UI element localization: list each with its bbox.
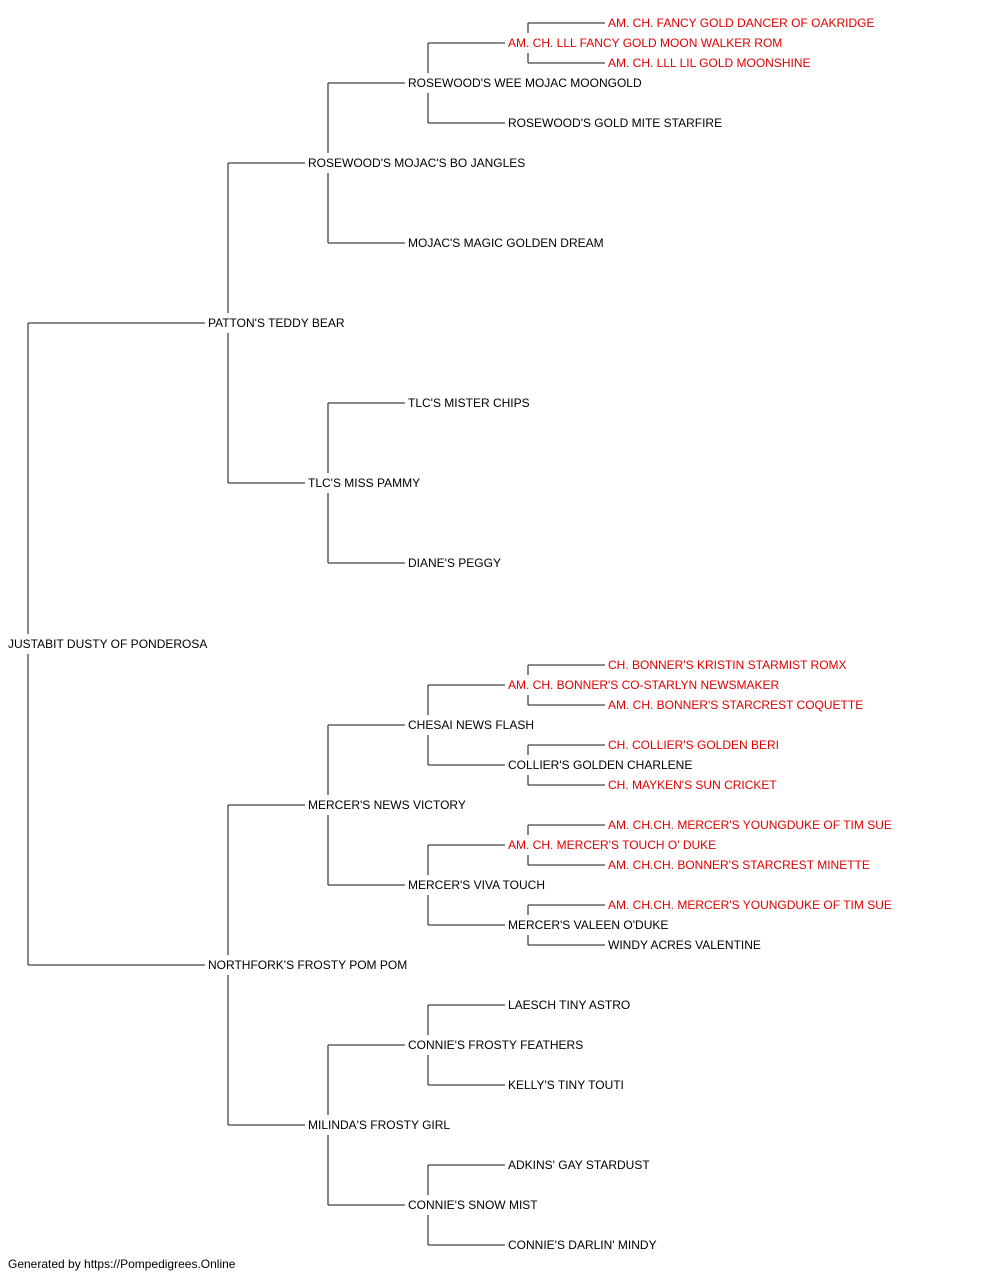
pedigree-gen4-name[interactable]: MERCER'S VALEEN O'DUKE [508,918,669,932]
pedigree-gen5-name[interactable]: AM. CH. BONNER'S STARCREST COQUETTE [608,698,864,712]
pedigree-gen2-name[interactable]: MILINDA'S FROSTY GIRL [308,1118,451,1132]
pedigree-gen3-name[interactable]: TLC'S MISTER CHIPS [408,396,530,410]
pedigree-gen4-name[interactable]: CONNIE'S DARLIN' MINDY [508,1238,657,1252]
pedigree-gen3-name[interactable]: MOJAC'S MAGIC GOLDEN DREAM [408,236,604,250]
pedigree-gen1-name[interactable]: NORTHFORK'S FROSTY POM POM [208,958,408,972]
pedigree-gen4-name[interactable]: LAESCH TINY ASTRO [508,998,631,1012]
pedigree-gen4-name[interactable]: ADKINS' GAY STARDUST [508,1158,650,1172]
pedigree-gen3-name[interactable]: CHESAI NEWS FLASH [408,718,535,732]
pedigree-gen4-name[interactable]: COLLIER'S GOLDEN CHARLENE [508,758,693,772]
pedigree-gen4-name[interactable]: AM. CH. MERCER'S TOUCH O' DUKE [508,838,717,852]
pedigree-gen4-name[interactable]: ROSEWOOD'S GOLD MITE STARFIRE [508,116,723,130]
pedigree-gen5-name[interactable]: AM. CH.CH. MERCER'S YOUNGDUKE OF TIM SUE [608,818,892,832]
pedigree-gen4-name[interactable]: AM. CH. LLL FANCY GOLD MOON WALKER ROM [508,36,783,50]
pedigree-gen4-name[interactable]: AM. CH. BONNER'S CO-STARLYN NEWSMAKER [508,678,780,692]
pedigree-gen5-name[interactable]: AM. CH.CH. MERCER'S YOUNGDUKE OF TIM SUE [608,898,892,912]
pedigree-gen5-name[interactable]: AM. CH.CH. BONNER'S STARCREST MINETTE [608,858,870,872]
pedigree-gen2-name[interactable]: ROSEWOOD'S MOJAC'S BO JANGLES [308,156,526,170]
pedigree-gen4-name[interactable]: KELLY'S TINY TOUTI [508,1078,624,1092]
pedigree-gen2-name[interactable]: MERCER'S NEWS VICTORY [308,798,466,812]
pedigree-gen5-name[interactable]: CH. BONNER'S KRISTIN STARMIST ROMX [608,658,847,672]
pedigree-gen5-name[interactable]: AM. CH. LLL LIL GOLD MOONSHINE [608,56,811,70]
pedigree-gen3-name[interactable]: ROSEWOOD'S WEE MOJAC MOONGOLD [408,76,642,90]
pedigree-gen0-name[interactable]: JUSTABIT DUSTY OF PONDEROSA [8,637,208,651]
footer-credit: Generated by https://Pompedigrees.Online [8,1257,236,1271]
pedigree-gen3-name[interactable]: CONNIE'S SNOW MIST [408,1198,538,1212]
pedigree-gen5-name[interactable]: AM. CH. FANCY GOLD DANCER OF OAKRIDGE [608,16,875,30]
pedigree-gen3-name[interactable]: CONNIE'S FROSTY FEATHERS [408,1038,584,1052]
pedigree-gen2-name[interactable]: TLC'S MISS PAMMY [308,476,421,490]
pedigree-gen5-name[interactable]: WINDY ACRES VALENTINE [608,938,761,952]
pedigree-gen3-name[interactable]: DIANE'S PEGGY [408,556,501,570]
pedigree-gen1-name[interactable]: PATTON'S TEDDY BEAR [208,316,345,330]
pedigree-gen5-name[interactable]: CH. MAYKEN'S SUN CRICKET [608,778,777,792]
pedigree-gen3-name[interactable]: MERCER'S VIVA TOUCH [408,878,545,892]
pedigree-gen5-name[interactable]: CH. COLLIER'S GOLDEN BERI [608,738,779,752]
